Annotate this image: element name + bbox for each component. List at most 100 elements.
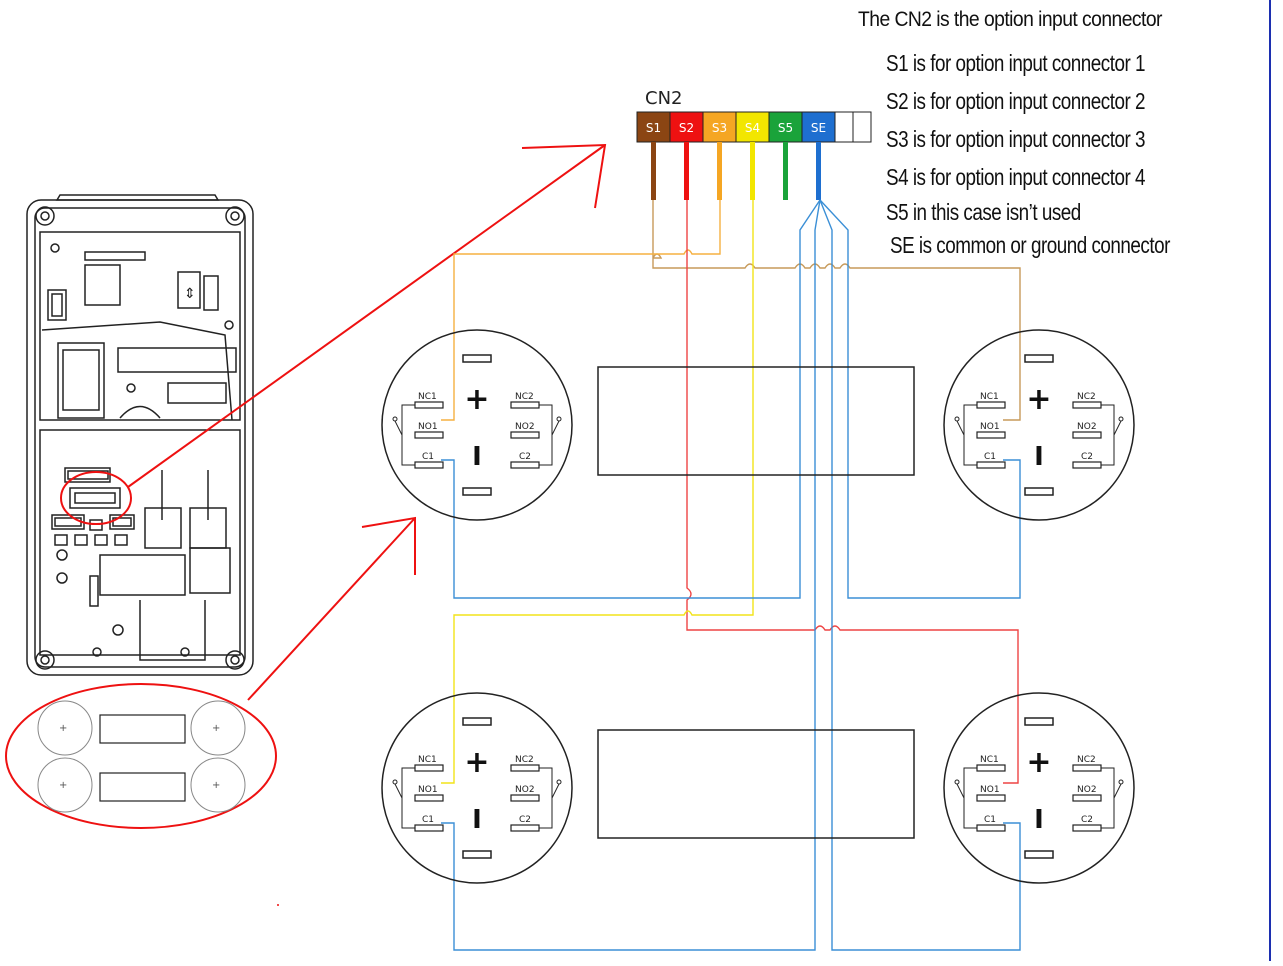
terminal-nc2 <box>510 401 540 409</box>
switch-outline <box>943 329 1135 521</box>
terminal-label-no2: NO2 <box>1077 422 1097 432</box>
plus-sign: + <box>1026 745 1051 780</box>
cn2-pin-label: S5 <box>778 121 793 135</box>
terminal-no1 <box>976 794 1006 802</box>
terminal-nc1 <box>414 401 444 409</box>
terminal-c2 <box>1072 824 1102 832</box>
cn2-pin-label: S1 <box>646 121 661 135</box>
note-s4: S4 is for option input connector 4 <box>886 164 1146 190</box>
terminal-label-nc2: NC2 <box>515 392 534 402</box>
contact-bridge-left <box>963 767 977 829</box>
led-plus-terminal <box>1024 354 1054 363</box>
switch-outline <box>381 692 573 884</box>
led-minus-terminal <box>462 850 492 859</box>
contact-lever-left <box>956 420 965 436</box>
minus-sign: I <box>472 442 482 472</box>
plus-sign: + <box>1026 382 1051 417</box>
terminal-label-no2: NO2 <box>515 422 535 432</box>
cn2-highlight-ellipse <box>60 471 132 525</box>
wire-blue-2 <box>819 199 1021 599</box>
led-minus-terminal <box>1024 850 1054 859</box>
terminal-nc1 <box>976 764 1006 772</box>
contact-bridge-right <box>1101 404 1115 466</box>
cn2-pin-label: S2 <box>679 121 694 135</box>
terminal-no2 <box>510 794 540 802</box>
terminal-nc1 <box>414 764 444 772</box>
contact-pivot <box>556 779 562 785</box>
terminal-label-no2: NO2 <box>515 785 535 795</box>
minus-sign: I <box>1034 805 1044 835</box>
terminal-label-c2: C2 <box>1081 815 1093 825</box>
plus-sign: + <box>464 745 489 780</box>
terminal-no1 <box>414 431 444 439</box>
cn2-pin-s2: S2 <box>669 111 704 200</box>
contact-lever-left <box>394 783 403 799</box>
terminal-no2 <box>1072 431 1102 439</box>
terminal-label-nc1: NC1 <box>980 755 999 765</box>
led-plus-terminal <box>462 717 492 726</box>
device-panel: ⇕ <box>26 194 254 676</box>
wire-blue-3 <box>441 199 821 951</box>
contact-lever-right <box>551 783 560 799</box>
svg-text:⇕: ⇕ <box>184 286 196 302</box>
wire-red <box>686 200 1019 784</box>
led-minus-terminal <box>1024 487 1054 496</box>
terminal-c1 <box>976 824 1006 832</box>
terminal-no2 <box>1072 794 1102 802</box>
display-window-top <box>597 366 915 476</box>
led-plus-terminal <box>462 354 492 363</box>
contact-bridge-left <box>401 767 415 829</box>
terminal-label-nc1: NC1 <box>980 392 999 402</box>
cn2-pin-se: SE <box>801 111 836 200</box>
cn2-pin-s3: S3 <box>702 111 737 200</box>
terminal-label-no1: NO1 <box>980 785 1000 795</box>
terminal-c1 <box>414 824 444 832</box>
svg-text:+: + <box>59 723 67 734</box>
terminal-label-nc1: NC1 <box>418 755 437 765</box>
terminal-label-c2: C2 <box>519 815 531 825</box>
cn2-pin-s1: S1 <box>636 111 671 200</box>
terminal-label-c2: C2 <box>1081 452 1093 462</box>
svg-text:+: + <box>59 780 67 791</box>
wire-brown <box>652 200 1021 421</box>
contact-pivot <box>954 416 960 422</box>
callout-arrows <box>127 143 607 701</box>
switch-panel-highlight-ellipse <box>5 683 277 829</box>
terminal-label-c1: C1 <box>422 815 434 825</box>
cn2-pin-label: SE <box>811 121 826 135</box>
note-se: SE is common or ground connector <box>890 232 1170 258</box>
svg-text:+: + <box>212 723 220 734</box>
terminal-nc1 <box>976 401 1006 409</box>
cn2-pin-s5: S5 <box>768 111 803 200</box>
terminal-label-nc2: NC2 <box>1077 392 1096 402</box>
note-s2: S2 is for option input connector 2 <box>886 88 1146 114</box>
cn2-pin-s4: S4 <box>735 111 770 200</box>
terminal-no1 <box>976 431 1006 439</box>
terminal-label-c1: C1 <box>984 452 996 462</box>
terminal-nc2 <box>510 764 540 772</box>
contact-lever-right <box>1113 783 1122 799</box>
note-s5: S5 in this case isn’t used <box>886 199 1081 225</box>
terminal-c2 <box>1072 461 1102 469</box>
terminal-c2 <box>510 824 540 832</box>
contact-bridge-right <box>539 404 553 466</box>
contact-pivot <box>1118 416 1124 422</box>
terminal-label-c1: C1 <box>422 452 434 462</box>
terminal-label-no2: NO2 <box>1077 785 1097 795</box>
contact-lever-right <box>1113 420 1122 436</box>
contact-bridge-left <box>401 404 415 466</box>
terminal-no1 <box>414 794 444 802</box>
led-minus-terminal <box>462 487 492 496</box>
contact-pivot <box>556 416 562 422</box>
wires <box>441 199 1021 951</box>
contact-pivot <box>392 779 398 785</box>
terminal-c1 <box>976 461 1006 469</box>
contact-pivot <box>954 779 960 785</box>
terminal-nc2 <box>1072 401 1102 409</box>
contact-lever-left <box>956 783 965 799</box>
